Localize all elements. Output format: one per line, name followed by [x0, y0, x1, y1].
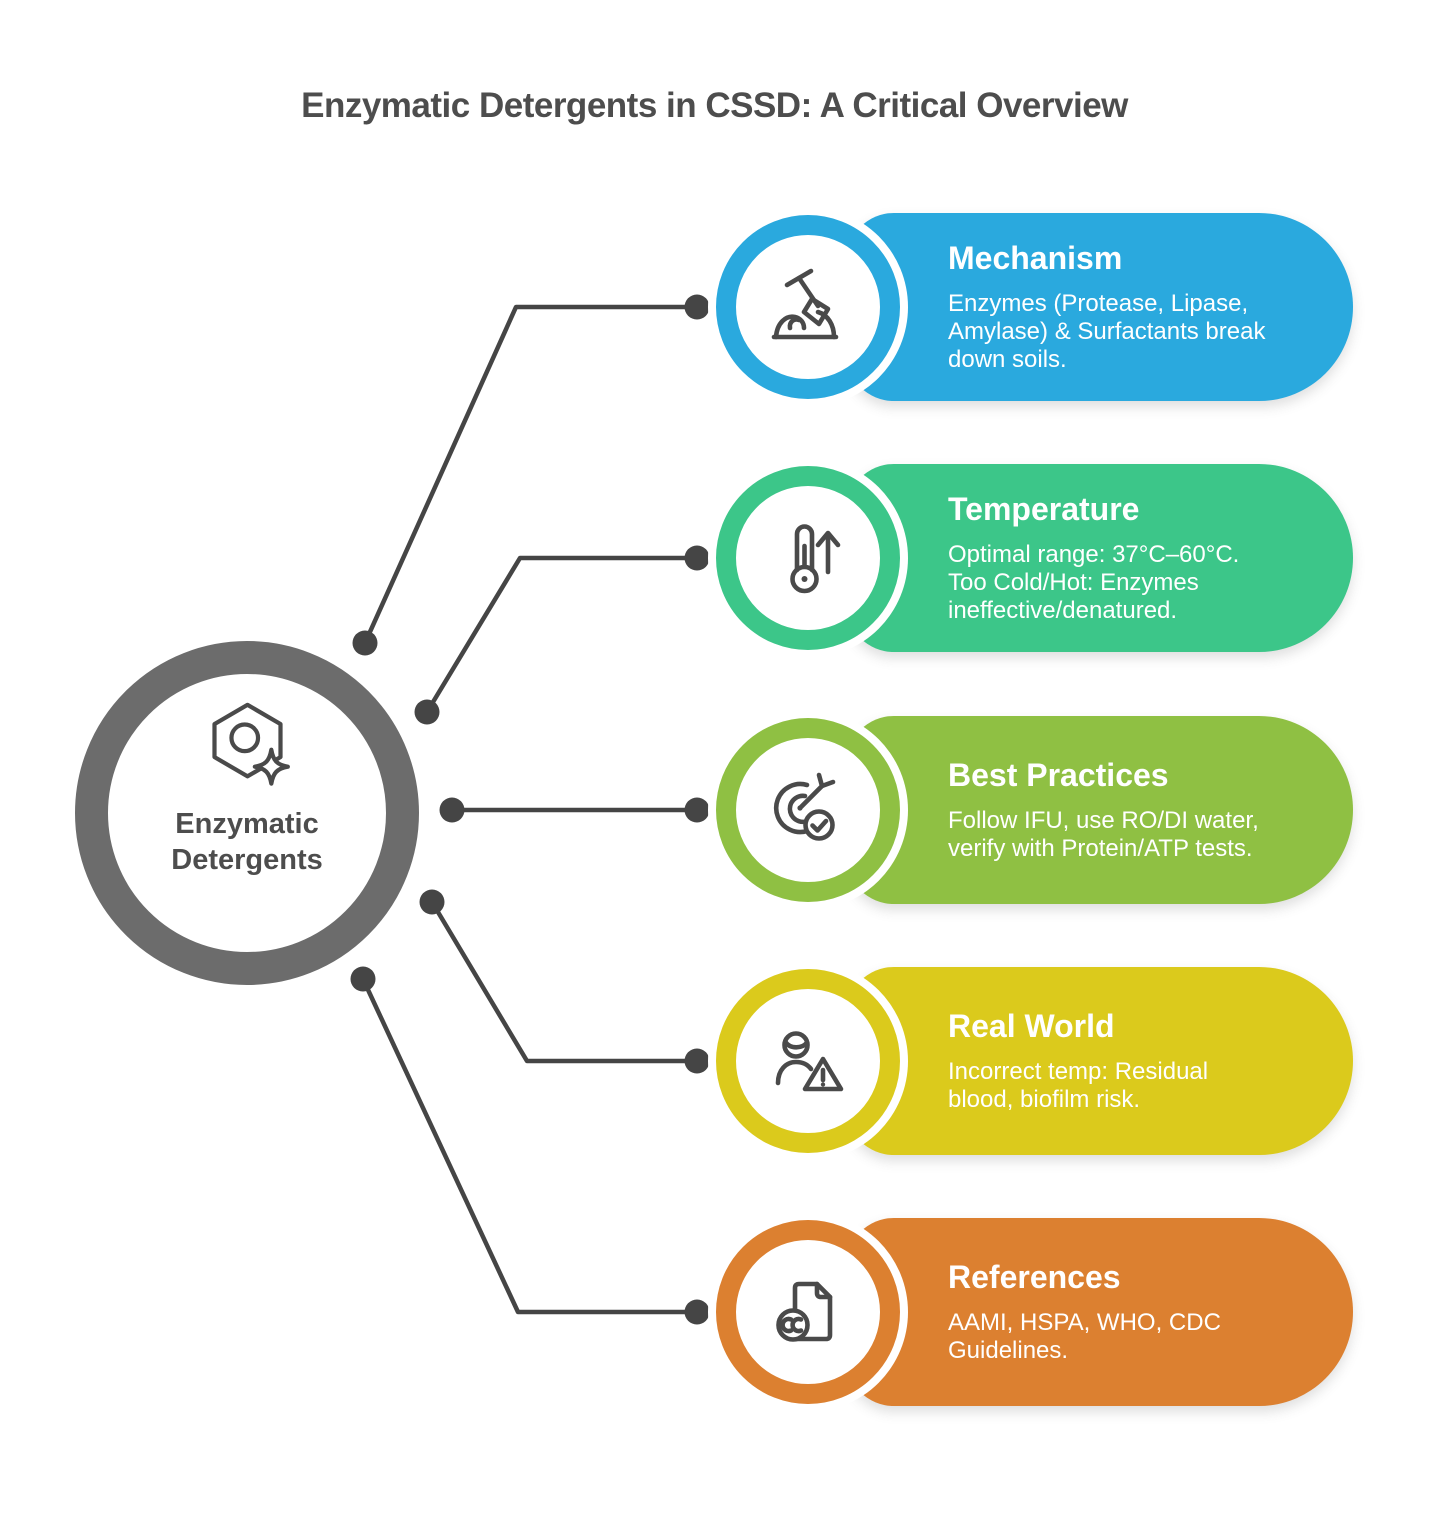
- card-title: Mechanism: [948, 240, 1123, 276]
- connector-dot: [684, 1048, 710, 1074]
- card-pill: [846, 967, 1353, 1155]
- document-cc-icon: [776, 1281, 833, 1342]
- card-best-practices: Best Practices Follow IFU, use RO/DI wat…: [0, 710, 1429, 910]
- card-mechanism: Mechanism Enzymes (Protease, Lipase, Amy…: [0, 207, 1429, 407]
- connector-dot: [684, 797, 710, 823]
- connector-line-mechanism: [362, 304, 697, 644]
- card-text: Mechanism Enzymes (Protease, Lipase, Amy…: [948, 213, 1334, 401]
- connector-dot: [414, 699, 440, 725]
- card-body: Incorrect temp: Residual blood, biofilm …: [948, 1058, 1209, 1113]
- card-text: Temperature Optimal range: 37°C–60°C. To…: [948, 464, 1334, 652]
- connector-dot: [419, 889, 445, 915]
- card-pill: [846, 213, 1353, 401]
- connector-dot: [350, 966, 376, 992]
- card-icon-ring: [716, 1220, 900, 1404]
- card-body: Follow IFU, use RO/DI water, verify with…: [948, 807, 1259, 862]
- card-text: Real World Incorrect temp: Residual bloo…: [948, 967, 1334, 1155]
- card-title: Temperature: [948, 491, 1140, 527]
- card-title: Real World: [948, 1008, 1115, 1044]
- card-icon-ring: [716, 215, 900, 399]
- card-body: AAMI, HSPA, WHO, CDC Guidelines.: [948, 1309, 1221, 1364]
- card-text: Best Practices Follow IFU, use RO/DI wat…: [948, 716, 1334, 904]
- card-icon-ring: [716, 466, 900, 650]
- card-references: References AAMI, HSPA, WHO, CDC Guidelin…: [0, 1212, 1429, 1412]
- connector-dot: [684, 294, 710, 320]
- card-icon-ring: [716, 718, 900, 902]
- card-icon-ring: [716, 969, 900, 1153]
- connector-line-references: [360, 978, 697, 1315]
- connector-line-temperature: [425, 555, 697, 714]
- card-real-world: Real World Incorrect temp: Residual bloo…: [0, 961, 1429, 1161]
- target-check-icon: [773, 772, 836, 841]
- card-title: References: [948, 1259, 1121, 1295]
- connector-dot: [352, 630, 378, 656]
- card-pill: [846, 464, 1353, 652]
- card-pill: [846, 1218, 1353, 1406]
- card-body: Enzymes (Protease, Lipase, Amylase) & Su…: [948, 290, 1266, 373]
- card-temperature: Temperature Optimal range: 37°C–60°C. To…: [0, 458, 1429, 658]
- thermometer-up-icon: [790, 524, 841, 594]
- card-title: Best Practices: [948, 757, 1169, 793]
- card-pill: [846, 716, 1353, 904]
- connector-dot: [684, 545, 710, 571]
- connector-dot: [439, 797, 465, 823]
- hexagon-sparkle-icon: [211, 702, 290, 786]
- central-node-label: Enzymatic Detergents: [171, 808, 323, 876]
- card-text: References AAMI, HSPA, WHO, CDC Guidelin…: [948, 1218, 1334, 1406]
- shovel-icon: [771, 268, 839, 340]
- page-title: Enzymatic Detergents in CSSD: A Critical…: [301, 86, 1128, 125]
- connector-dot: [684, 1299, 710, 1325]
- card-body: Optimal range: 37°C–60°C. Too Cold/Hot: …: [948, 541, 1240, 624]
- person-warning-icon: [775, 1031, 844, 1092]
- connector-line-real-world: [430, 900, 697, 1064]
